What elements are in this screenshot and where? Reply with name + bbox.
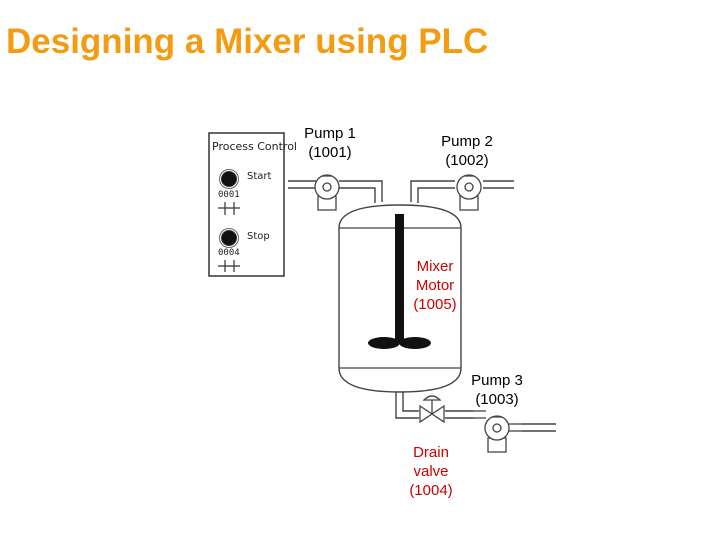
start-contact-symbol xyxy=(218,202,240,215)
start-address: 0001 xyxy=(218,190,240,200)
pump3-label: Pump 3 (1003) xyxy=(457,371,537,409)
mixer-address: (1005) xyxy=(413,296,457,313)
stop-button[interactable] xyxy=(221,230,237,246)
panel-title: Process Control xyxy=(212,140,297,153)
pump1-label: Pump 1 (1001) xyxy=(290,124,370,162)
pump2-address: (1002) xyxy=(445,152,489,169)
pump3-name: Pump 3 xyxy=(471,372,523,389)
drain-valve-icon xyxy=(419,395,445,424)
stop-contact-symbol xyxy=(218,260,240,272)
mixer-motor-label: Mixer Motor (1005) xyxy=(400,257,470,314)
pump3-icon xyxy=(474,410,522,453)
start-label: Start xyxy=(247,171,272,182)
pump2-piping xyxy=(410,180,514,203)
process-control-panel xyxy=(208,132,285,277)
pump1-piping xyxy=(288,180,383,203)
pump1-icon xyxy=(314,174,340,211)
pump1-address: (1001) xyxy=(308,144,352,161)
pump3-address: (1003) xyxy=(475,391,519,408)
mixer-blades xyxy=(368,337,431,349)
drain-line1: Drain xyxy=(413,444,449,461)
pump2-icon xyxy=(456,174,482,211)
start-button[interactable] xyxy=(221,171,237,187)
page-title: Designing a Mixer using PLC xyxy=(6,22,489,61)
pump2-label: Pump 2 (1002) xyxy=(427,132,507,170)
drain-piping xyxy=(395,392,556,432)
stop-label: Stop xyxy=(247,231,270,242)
mixer-shaft xyxy=(395,214,404,342)
drain-line2: valve xyxy=(413,463,449,480)
drain-valve-label: Drain valve (1004) xyxy=(396,443,466,500)
stop-address: 0004 xyxy=(218,248,240,258)
pump1-name: Pump 1 xyxy=(304,125,356,142)
drain-address: (1004) xyxy=(409,482,453,499)
mixer-line2: Motor xyxy=(415,277,455,294)
pump2-name: Pump 2 xyxy=(441,133,493,150)
mixer-line1: Mixer xyxy=(416,258,454,275)
